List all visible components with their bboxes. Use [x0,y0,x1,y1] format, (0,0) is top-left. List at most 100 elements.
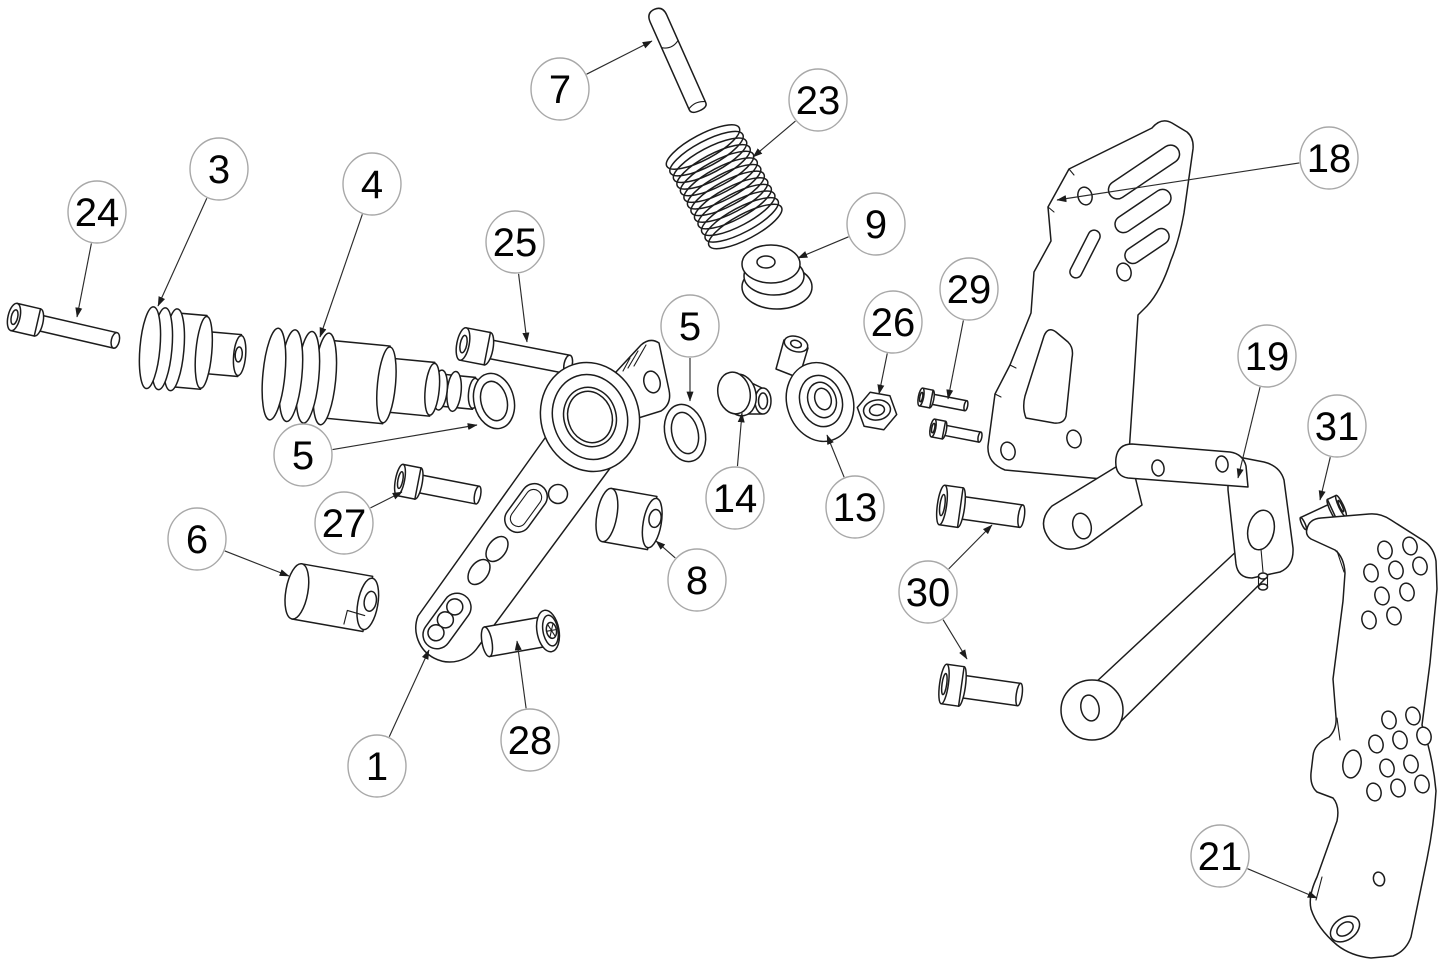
part-o-ring-b [663,403,707,463]
balloon-number: 31 [1315,405,1360,449]
balloon-number: 18 [1307,137,1352,181]
part-bolt-28 [480,609,561,658]
balloon-number: 19 [1245,335,1290,379]
balloon-circle [705,466,765,530]
balloon-circle [342,152,402,216]
balloon-number: 13 [833,486,878,530]
part-mounting-plate [1305,513,1438,959]
balloon-circle [67,180,127,244]
leader-line-30 [948,524,993,570]
balloon-circle [1190,824,1250,888]
balloon-circle [898,560,958,624]
part-heel-guard-plate [987,120,1194,481]
leader-line-13 [826,434,845,478]
leader-line-5 [332,423,478,451]
callout-26-hex-nut: 26 [863,290,923,354]
balloon-number: 3 [208,148,230,192]
callout-30-socket-bolts: 30 [898,560,958,624]
leader-line-31 [1318,457,1331,501]
callout-18-heel-guard-plate: 18 [1299,126,1359,190]
leader-line-27 [370,491,403,509]
balloon-number: 29 [947,268,992,312]
callout-28-button-head-bolt: 28 [500,708,560,772]
part-bolt-24 [4,301,124,356]
part-grommet [741,244,813,310]
balloon-number: 24 [75,191,120,235]
leader-line-30 [942,619,968,660]
balloon-number: 6 [186,518,208,562]
callout-14-flanged-bushing: 14 [705,466,765,530]
leader-line-29 [946,320,964,400]
balloon-number: 25 [493,221,538,265]
leader-line-6 [224,550,290,577]
leader-line-28 [514,640,527,709]
part-hex-nut [856,391,898,431]
part-o-ring-a [472,372,516,430]
balloon-circle [1237,324,1297,388]
balloon-circle [788,68,848,132]
leader-line-9 [797,236,849,259]
balloon-number: 8 [686,559,708,603]
callout-1-shift-lever: 1 [347,734,407,798]
balloon-circle [1307,394,1367,458]
part-spring [665,124,783,250]
callout-21-mounting-plate: 21 [1190,824,1250,888]
leader-line-25 [518,273,530,343]
callout-5-o-ring: 5 [273,423,333,487]
leader-line-3 [157,197,208,307]
leader-line-24 [75,243,92,318]
balloon-circle [189,137,249,201]
balloon-circle [347,734,407,798]
balloon-number: 23 [796,79,841,123]
balloon-number: 26 [871,301,916,345]
part-flanged-bushing [717,371,772,417]
leader-line-4 [319,214,363,338]
balloon-circle [273,423,333,487]
balloon-number: 5 [292,434,314,478]
callout-13-rod-end: 13 [825,475,885,539]
callout-7-clevis-pin: 7 [530,57,590,121]
part-roller-spacer [595,487,663,551]
callout-9-grommet: 9 [846,192,906,256]
balloon-circle [660,294,720,358]
leader-line-8 [655,540,676,559]
callout-5-o-ring: 5 [660,294,720,358]
leader-line-7 [586,40,653,75]
leader-line-14 [736,412,745,467]
leader-line-19 [1236,386,1261,479]
balloon-circle [667,548,727,612]
part-screws-29 [916,387,984,447]
leader-lines-layer [75,40,1331,899]
callout-6-spacer-sleeve: 6 [167,507,227,571]
part-bolt-27 [391,462,485,513]
balloon-circle [530,57,590,121]
balloon-number: 1 [366,745,388,789]
part-adjuster-plug [138,306,247,392]
parts-layer [4,7,1438,959]
part-spacer-sleeve [284,562,380,633]
leader-line-21 [1247,868,1318,899]
part-footpeg-bracket [1042,443,1294,741]
balloon-circle [825,475,885,539]
callout-3-adjuster-plug: 3 [189,137,249,201]
balloon-number: 7 [549,68,571,112]
callout-29-screws: 29 [939,257,999,321]
balloon-number: 30 [906,571,951,615]
balloon-number: 14 [713,477,758,521]
leader-line-1 [388,649,430,738]
callout-8-roller-spacer: 8 [667,548,727,612]
leader-line-26 [877,353,888,395]
balloon-circle [1299,126,1359,190]
balloon-circle [939,257,999,321]
balloon-circle [500,708,560,772]
part-rod-end [775,335,855,443]
callout-23-spring: 23 [788,68,848,132]
balloon-number: 21 [1198,835,1243,879]
callout-24-socket-bolt: 24 [67,180,127,244]
balloon-circle [485,210,545,274]
balloon-circle [863,290,923,354]
balloon-number: 9 [865,203,887,247]
